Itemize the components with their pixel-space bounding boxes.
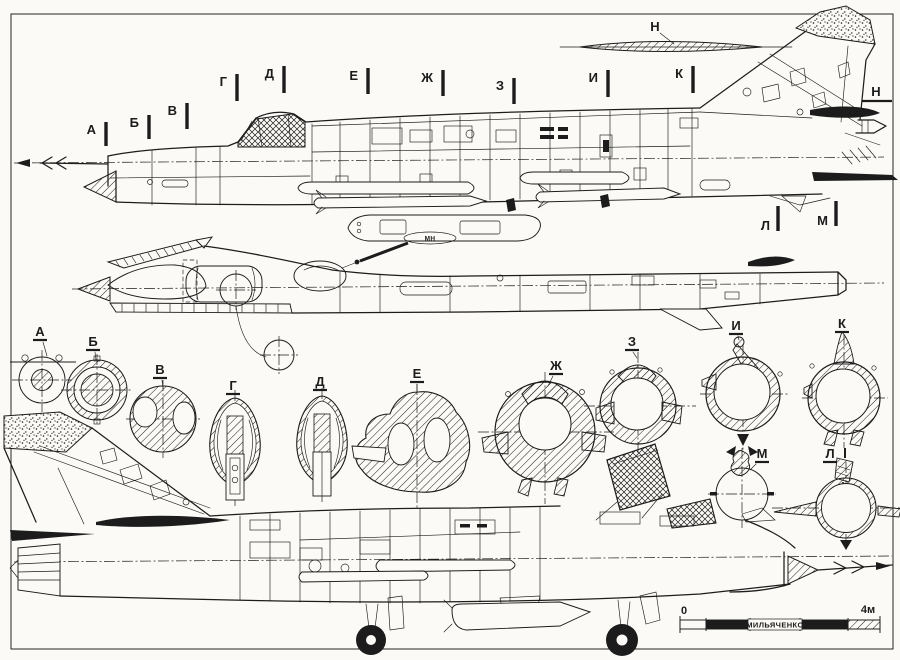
side-marker-label-m: М [817,213,828,228]
gun-pod: МН [341,214,541,269]
side-marker-label-g: Г [220,74,228,89]
side-marker-label-k: К [675,66,683,81]
section-label-a: А [35,324,45,339]
side-view-top: А Б В Г Д Е Ж З И К Л М Н Н [13,5,898,233]
section-label-d: Д [315,374,325,389]
side-marker-label-i: И [589,70,598,85]
section-label-z: З [628,334,636,349]
drop-tank [443,595,592,633]
plan-details [339,271,761,313]
bottom-fuselage-details [249,519,521,583]
cross-section-d: Д [296,374,348,502]
fin-panels-bottom [99,447,190,506]
fin-section-label: Н [871,84,880,99]
side-marker-label-b: Б [130,115,139,130]
cross-section-a: А [10,324,76,412]
section-label-k: К [838,316,846,331]
side-marker-label-v: В [168,103,177,118]
section-label-m: М [757,446,768,461]
section-label-b: Б [88,334,97,349]
side-marker-label-a: А [87,122,97,137]
wing-airfoil-section: Н [559,19,793,52]
cross-section-b: Б [61,334,133,426]
cross-section-i: И [700,318,788,452]
scale-bar: 0 4м МИЛЬЯЧЕНКО [679,604,881,633]
cross-section-m: М [708,446,776,528]
fin-panels [742,61,851,116]
side-marker-label-d: Д [265,66,275,81]
cross-section-l: Л [772,446,900,552]
cross-section-e: Е [351,366,471,508]
section-label-l: Л [825,446,834,461]
side-marker-label-zh: Ж [420,70,433,85]
cross-section-g: Г [209,378,261,506]
main-wheel [606,591,661,656]
scale-min-label: 0 [681,605,687,617]
fuselage-details [147,117,699,188]
airfoil-section-label: Н [650,19,659,34]
cross-section-v: В [126,362,200,458]
side-marker-label-e: Е [349,68,358,83]
plan-view [71,236,885,374]
section-label-v: В [155,362,164,377]
underwing-stores [297,167,731,215]
side-view-bottom [3,411,893,656]
cross-section-zh: Ж [478,358,614,504]
cross-section-k: К [802,316,888,458]
cross-section-z: З [584,334,696,456]
signature: МИЛЬЯЧЕНКО [746,618,804,631]
border-frame [10,13,894,650]
cross-sections: А Б В Г [10,316,900,552]
section-label-e: Е [413,366,422,381]
scale-max-label: 4м [861,604,875,616]
side-marker-label-l: Л [761,218,770,233]
section-label-zh: Ж [549,358,562,373]
gun-pod-label: МН [425,236,436,243]
fin-section-label-group: Н [862,84,892,103]
rear-wheel [356,595,405,655]
side-section-markers: А Б В Г Д Е Ж З И К Л М [87,66,838,233]
section-label-g: Г [229,378,237,393]
signature-text: МИЛЬЯЧЕНКО [746,621,804,630]
side-marker-label-z: З [496,78,504,93]
section-label-i: И [731,318,740,333]
